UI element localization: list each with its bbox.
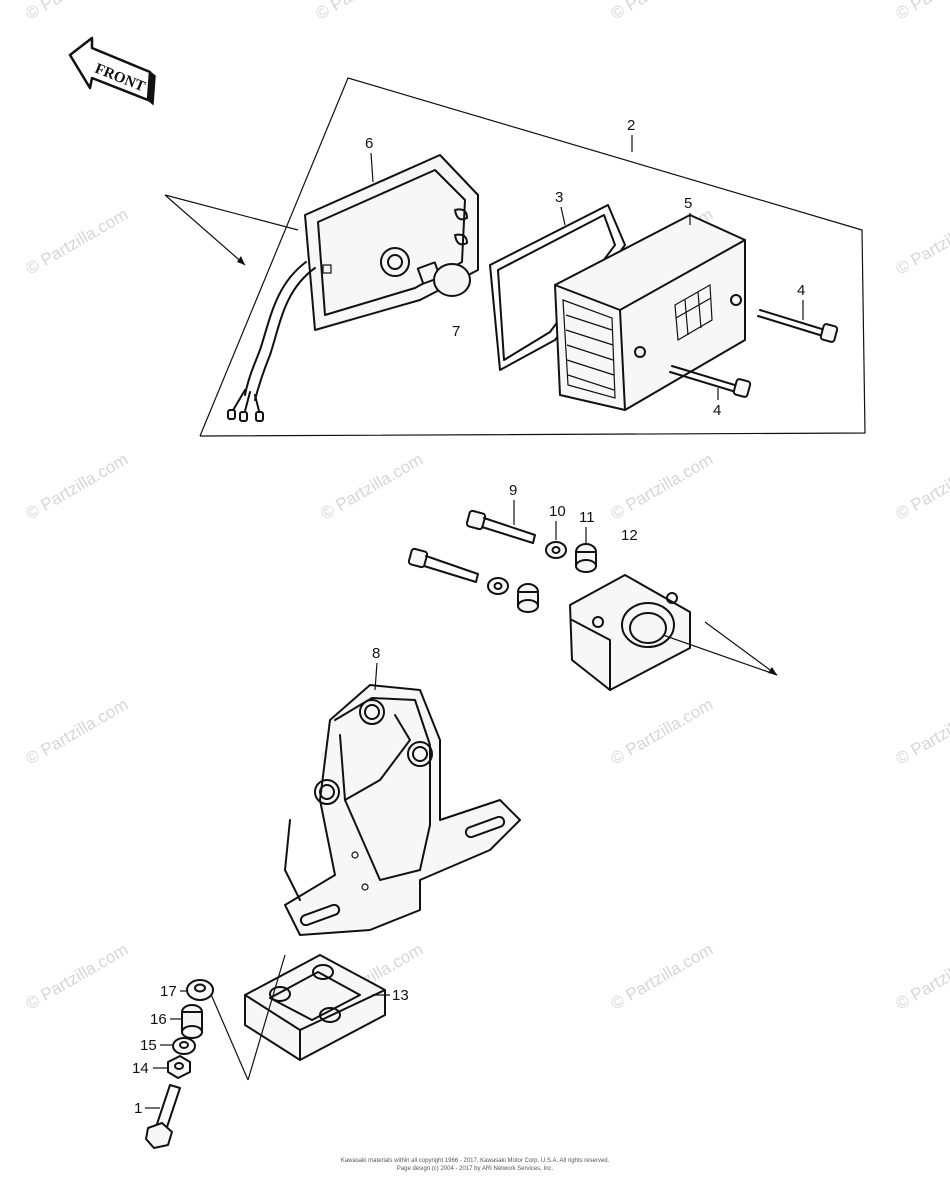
watermark: © Partzilla.com	[23, 940, 132, 1014]
callout-17: 17	[160, 983, 177, 1000]
watermark: © Partzilla.com	[23, 0, 132, 23]
collar-upper	[575, 543, 597, 573]
watermark: © Partzilla.com	[23, 205, 132, 279]
callout-1: 1	[134, 1100, 142, 1117]
callout-12: 12	[621, 527, 638, 544]
collar-16	[181, 1004, 203, 1039]
watermark: © Partzilla.com	[608, 695, 717, 769]
callout-3: 3	[555, 189, 563, 206]
watermark: © Partzilla.com	[608, 450, 717, 524]
watermark: © Partzilla.com	[893, 450, 950, 524]
copyright-footer: Kawasaki materials within all copyright …	[0, 1157, 950, 1173]
callout-16: 16	[150, 1011, 167, 1028]
license-plate-bracket	[284, 684, 521, 936]
bracket-cushion	[206, 954, 386, 1081]
callout-4-upper: 4	[797, 282, 805, 299]
callout-15: 15	[140, 1037, 157, 1054]
front-arrow-icon: FRONT	[68, 36, 156, 106]
callout-5: 5	[684, 195, 692, 212]
copyright-line-2: Page design (c) 2004 - 2017 by ARI Netwo…	[396, 1166, 554, 1172]
bolt-1	[145, 1084, 181, 1149]
washer-15	[172, 1037, 196, 1055]
taillight-lens	[554, 214, 746, 411]
lens-screw-lower	[669, 365, 752, 398]
callout-13: 13	[392, 987, 409, 1004]
callout-11: 11	[579, 509, 595, 526]
washer-17	[186, 979, 214, 1001]
watermark: © Partzilla.com	[313, 0, 422, 23]
copyright-line-1: Kawasaki materials within all copyright …	[340, 1158, 610, 1164]
watermark: © Partzilla.com	[893, 695, 950, 769]
bracket-bolt-lower	[407, 547, 479, 583]
lamp-mount-cushion	[569, 574, 778, 691]
callout-14: 14	[132, 1060, 149, 1077]
callout-7: 7	[452, 323, 460, 340]
taillight-assembly-outline	[199, 77, 866, 437]
watermark: © Partzilla.com	[23, 695, 132, 769]
callout-9: 9	[509, 482, 517, 499]
watermark: © Partzilla.com	[608, 940, 717, 1014]
callout-6: 6	[365, 135, 373, 152]
callout-labels: 2 6 3 5 7 4 4 9 10 11 12 8 13 17 16 15 1…	[132, 117, 805, 1117]
watermark-layer: © Partzilla.com © Partzilla.com © Partzi…	[23, 0, 950, 1013]
leader-arrows-left	[164, 194, 299, 266]
bracket-bolt-upper	[465, 509, 536, 544]
lamp-base-plate	[304, 154, 479, 331]
callout-10: 10	[549, 503, 566, 520]
washer-lower	[487, 577, 509, 595]
watermark: © Partzilla.com	[608, 0, 717, 23]
watermark: © Partzilla.com	[318, 450, 427, 524]
watermark: © Partzilla.com	[893, 940, 950, 1014]
callout-8: 8	[372, 645, 380, 662]
watermark: © Partzilla.com	[23, 450, 132, 524]
washer-upper	[545, 541, 567, 559]
lens-screw-upper	[757, 309, 839, 343]
wiring-harness	[227, 261, 316, 422]
collar-lower	[517, 583, 539, 613]
callout-4-lower: 4	[713, 402, 721, 419]
callout-2: 2	[627, 117, 635, 134]
bulb-icon	[416, 261, 471, 297]
watermark: © Partzilla.com	[893, 0, 950, 23]
nut-14	[167, 1055, 191, 1079]
watermark: © Partzilla.com	[893, 205, 950, 279]
